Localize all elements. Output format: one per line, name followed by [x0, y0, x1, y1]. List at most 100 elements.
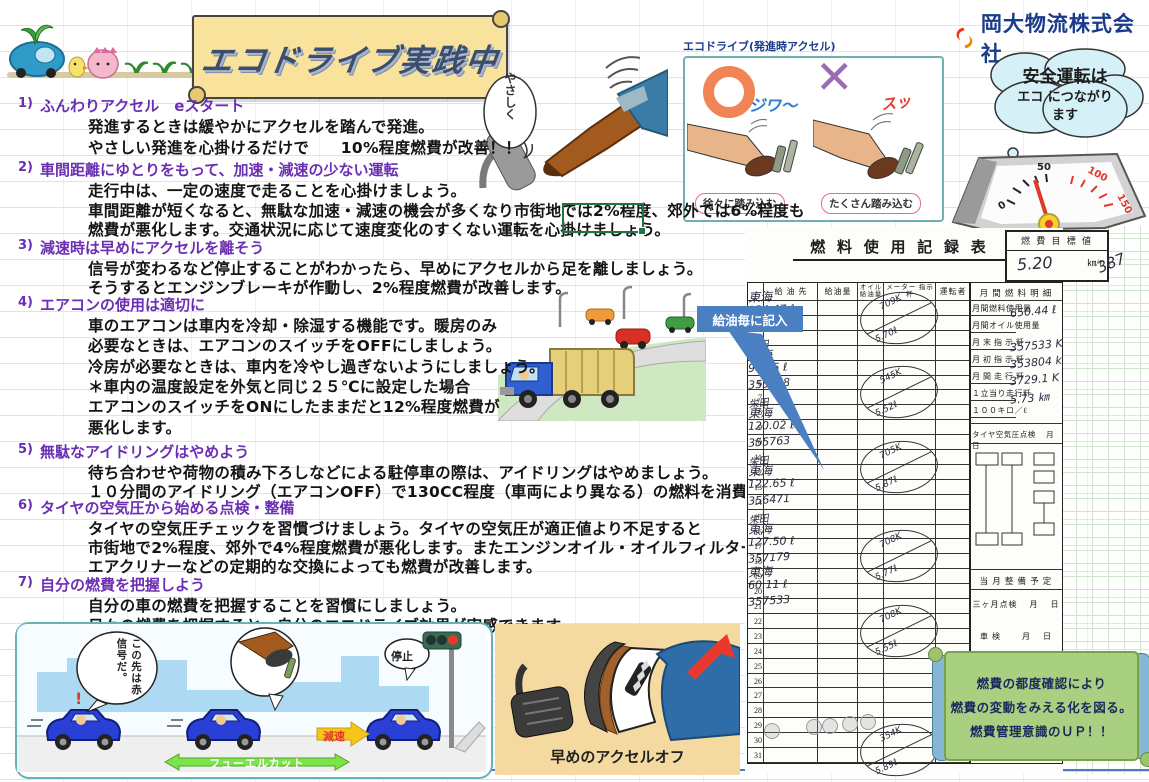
- grid-row-rule: [748, 523, 970, 525]
- monthly-row-rule: [970, 383, 1016, 384]
- scroll-note-body: 燃費の都度確認により燃費の変動をみえる化を図る。燃費管理意識のＵＰ！！: [944, 651, 1139, 761]
- tip-body-line: タイヤの空気圧チェックを習慣づけましょう。タイヤの空気圧が適正値より不足すると: [88, 520, 703, 538]
- grid-row-rule: [748, 389, 970, 391]
- monthly-row-label: １００キロ／ℓ: [972, 406, 1028, 415]
- soft-note-text: やさしく: [503, 72, 517, 120]
- svg-text:!: !: [75, 689, 82, 708]
- grid-row-rule: [748, 687, 970, 689]
- grid-row-rule: [748, 478, 970, 480]
- column-header: 給油量: [824, 286, 852, 296]
- row-number: 31: [754, 751, 762, 760]
- row-number: 10: [754, 438, 762, 448]
- monthly-row-label: 月 末 指 示 粁: [972, 338, 1025, 347]
- grid-row-rule: [748, 434, 970, 436]
- cell-selection-box[interactable]: [562, 203, 646, 235]
- good-sound-text: ジワ〜: [749, 96, 798, 115]
- column-header: 給 油 先: [774, 286, 808, 296]
- grid-row-rule: [748, 761, 970, 763]
- circle-slash: [866, 451, 932, 484]
- tip-number: 6): [18, 498, 33, 513]
- poster-title: エコドライブ実践中: [198, 42, 501, 79]
- decel-arrow-label: 減速: [323, 730, 345, 743]
- tip-body-line: 走行中は、一定の速度で走ることを心掛けましょう。: [88, 182, 467, 200]
- fuel-cut-arrow-label: フューエルカット: [209, 757, 305, 770]
- tire-position-diagram: [975, 452, 1055, 546]
- banner-curl-icon: [188, 86, 206, 104]
- blue-car-1: !: [27, 689, 122, 750]
- speedometer-illustration: 0 50 100 150: [951, 152, 1147, 232]
- monthly-row-rule: [970, 400, 1016, 401]
- row-number: 27: [754, 691, 762, 701]
- bad-caption: たくさん踏み込む: [821, 193, 921, 214]
- row-number: 17: [754, 542, 762, 552]
- fuel-cut-scene-panel: !: [15, 622, 493, 779]
- row-number: 8: [758, 408, 762, 418]
- rule: [970, 443, 1062, 444]
- tip-body-line: エアクリナーなどの定期的な交換によっても燃費が改善します。: [88, 558, 542, 576]
- tip-body-line: 燃費が悪化します。交通状況に応じて速度変化のすくない運転を心掛けましょう。: [88, 221, 671, 239]
- grid-row-rule: [748, 508, 970, 510]
- rule: [970, 589, 1062, 590]
- grid-row-rule: [748, 359, 970, 361]
- grid-row-rule: [748, 538, 970, 540]
- tip-number: 7): [18, 575, 33, 590]
- grid-row-rule: [748, 657, 970, 659]
- tip-body-line: 冷房が必要なときは、車内を冷やし過ぎないようにしましょう。: [88, 357, 545, 376]
- circle-slash: [866, 615, 932, 648]
- fuel-management-scroll: 燃費の都度確認により燃費の変動をみえる化を図る。燃費管理意識のＵＰ！！: [928, 645, 1149, 767]
- circle-slash: [866, 302, 932, 335]
- row-number: 24: [754, 646, 762, 656]
- monthly-row-label: 月 間 走 行 粁: [972, 372, 1025, 381]
- circle-slash: [866, 376, 932, 410]
- tip-heading: 減速時は早めにアクセルを離そう: [40, 239, 265, 257]
- tip-body-line: 発進するときは緩やかにアクセルを踏んで発進。: [88, 118, 435, 136]
- hanko-stamp-icon: [860, 714, 876, 730]
- tip-body-line: ＊車内の温度設定を外気と同じ２５℃に設定した場合: [88, 377, 471, 396]
- grid-row-rule: [748, 449, 970, 450]
- grid-row-rule: [748, 717, 970, 719]
- rule: [970, 300, 1062, 301]
- maintenance-header: 当 月 整 備 予 定: [979, 576, 1053, 586]
- tip-body-line: 市街地で2%程度、郊外で4%程度燃費が悪化します。またエンジンオイル・オイルフィ…: [88, 539, 757, 557]
- grid-column-rule: [817, 283, 818, 763]
- thought-line-1: 安全運転は: [1022, 67, 1108, 87]
- rule: [970, 569, 1062, 570]
- grid-column-rule: [857, 283, 858, 763]
- pedal-demo-box: ジワ〜 ✕ スッ 徐々に踏み込む たくさん踏み込む: [683, 50, 944, 222]
- row-number: 22: [754, 616, 762, 626]
- grid-row-rule: [748, 612, 970, 614]
- grid-row-rule: [748, 598, 970, 599]
- row-number: 28: [754, 706, 762, 716]
- tip-body-line: 車のエアコンは車内を冷却・除湿する機能です。暖房のみ: [88, 317, 498, 335]
- blue-car-2: [167, 709, 262, 750]
- monthly-row-rule: [970, 315, 1016, 316]
- hanko-stamp-icon: [822, 718, 838, 734]
- tip-number: 5): [18, 442, 33, 457]
- mascot-illustration: [7, 24, 207, 79]
- row-number: 29: [754, 721, 762, 731]
- grid-row-rule: [748, 314, 970, 316]
- tip-heading: ふんわりアクセル eスタート: [40, 97, 245, 115]
- grid-header-rule: [748, 300, 970, 301]
- tip-heading: エアコンの使用は適切に: [40, 296, 206, 314]
- grid-row-rule: [748, 493, 970, 495]
- grid-row-rule: [748, 642, 970, 644]
- tip-heading: 車間距離にゆとりをもって、加速・減速の少ない運転: [40, 161, 399, 179]
- tip-body-line: １０分間のアイドリング（エアコンOFF）で130CC程度（車両により異なる）の燃…: [88, 483, 764, 501]
- row-number: 9: [758, 423, 762, 433]
- row-number: 13: [754, 482, 762, 492]
- tip-number: 4): [18, 295, 33, 310]
- row-number: 20: [754, 587, 762, 597]
- good-pedal-leg-illustration: [687, 119, 798, 177]
- monthly-row-rule: [970, 366, 1016, 367]
- scroll-knob-icon: [1140, 752, 1149, 767]
- tip-body-line: そうするとエンジンブレーキが作動し、2%程度燃費が改善します。: [88, 279, 572, 297]
- grid-row-rule: [748, 344, 970, 346]
- title-banner: エコドライブ実践中: [188, 10, 510, 104]
- good-caption: 徐々に踏み込む: [695, 193, 785, 214]
- grid-row-rule: [748, 553, 970, 555]
- circle-slash: [866, 734, 932, 767]
- decel-arrow-shape: [316, 721, 370, 747]
- circle-slash: [866, 540, 932, 574]
